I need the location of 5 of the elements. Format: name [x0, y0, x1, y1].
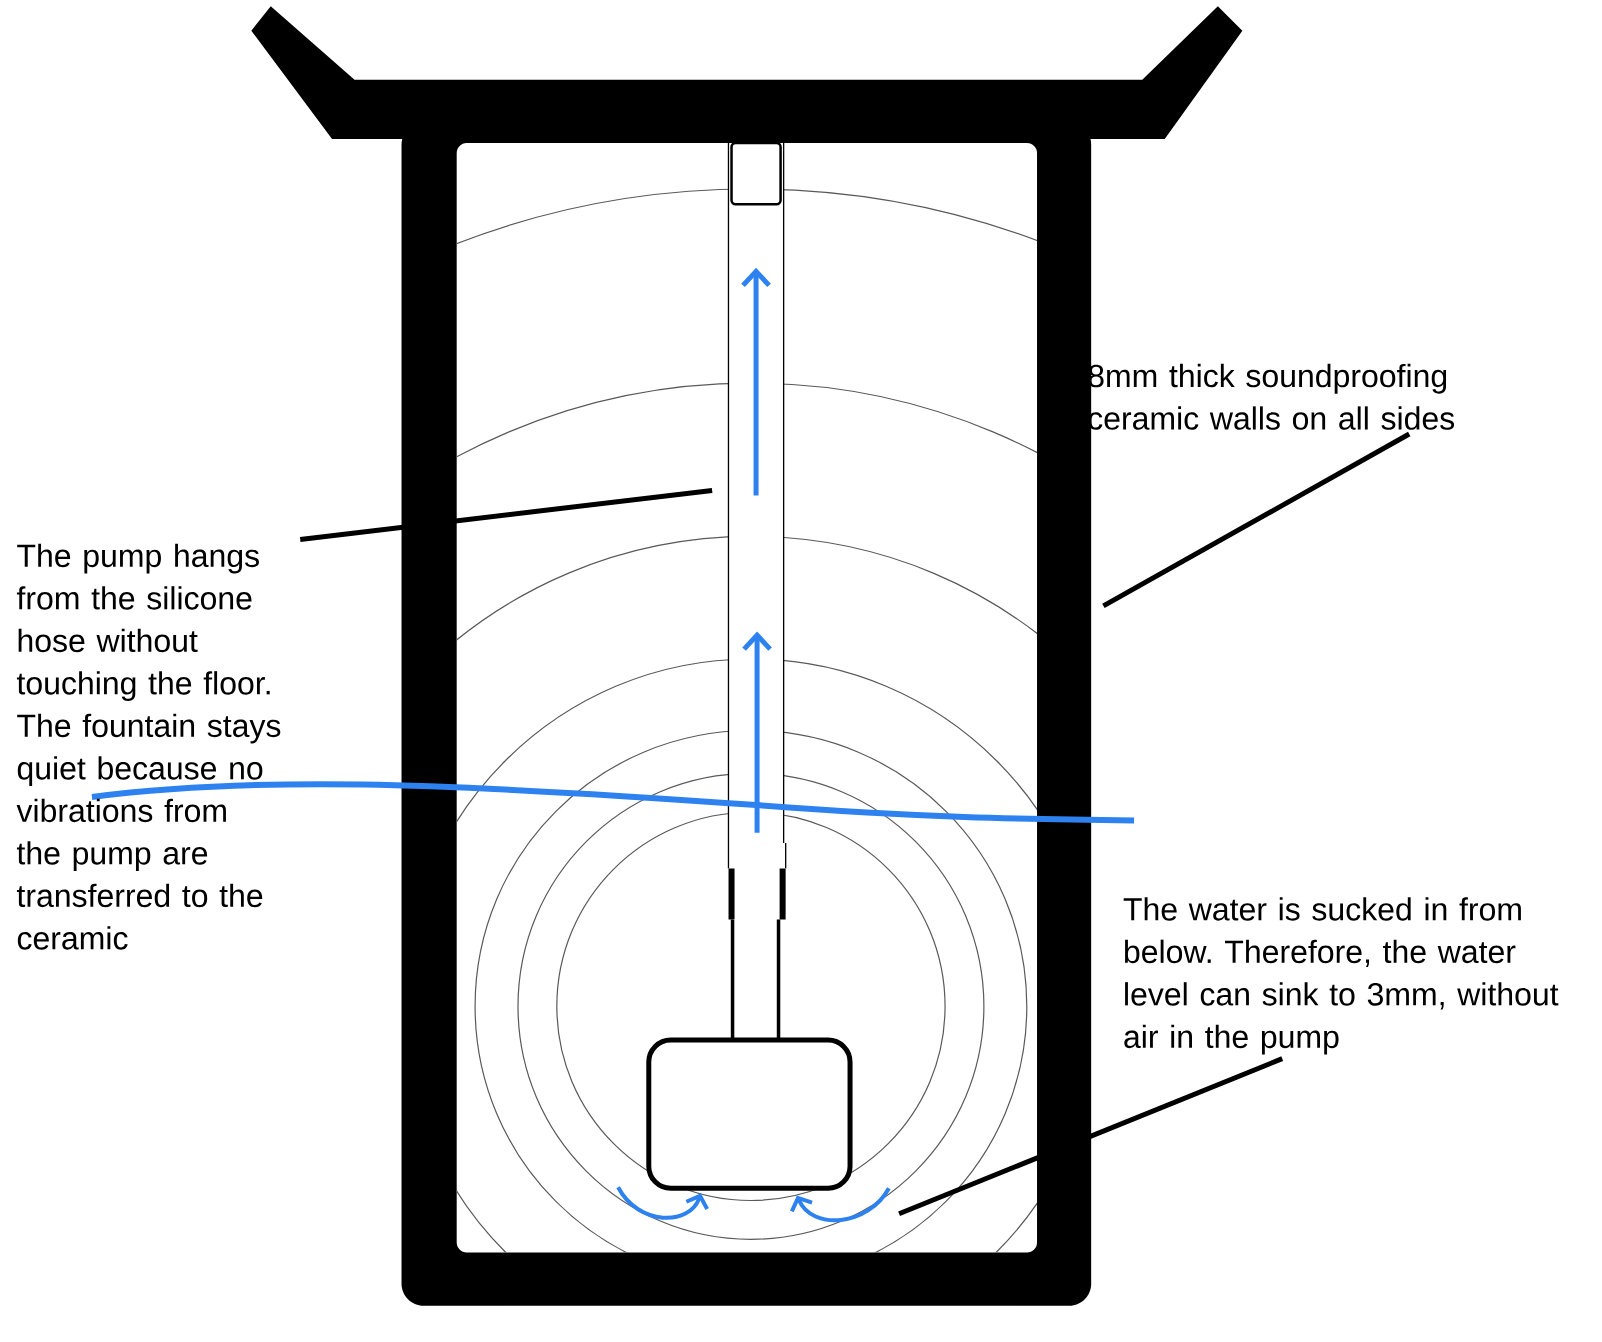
leader-line — [1102, 431, 1411, 608]
annotation-text: The water is sucked in from below. Therefore, the water level can sink to 3mm, without air in the pump — [1123, 896, 1559, 1055]
leader-line — [299, 487, 713, 542]
annotation-text: The pump hangs from the silicone hose without touching the floor. The fountain stays quiet because no vibrations from the pump are transferred to the ceramic — [16, 543, 281, 950]
leader-line — [898, 1056, 1284, 1216]
